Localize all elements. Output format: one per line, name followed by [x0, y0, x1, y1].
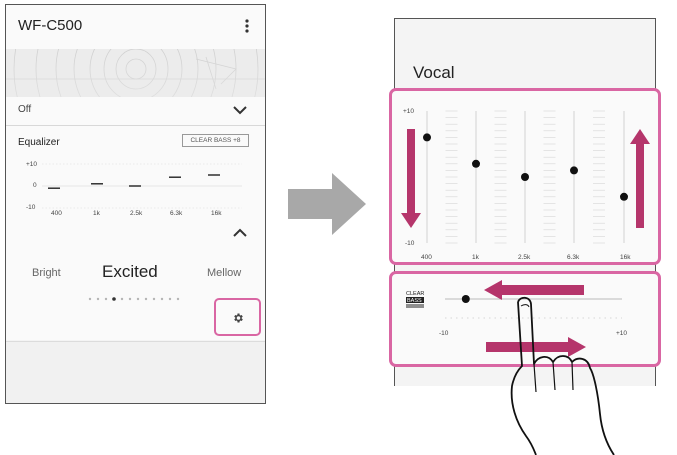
detail-eq-y-min-label: -10 [405, 240, 415, 247]
detail-equalizer-chart[interactable] [392, 91, 658, 262]
ambient-sound-value: Off [18, 104, 32, 115]
page-dot [152, 297, 156, 301]
app-header: WF-C500 [6, 5, 265, 49]
detail-eq-band-label: 400 [421, 254, 432, 261]
page-dot [168, 297, 172, 301]
eq-band-label: 2.5k [130, 210, 143, 217]
equalizer-band-knob [620, 192, 628, 201]
clear-bass-icon: CLEAR BASS [406, 291, 424, 308]
arrow-down-icon [401, 129, 421, 228]
detail-eq-band-label: 16k [620, 254, 631, 261]
arrow-up-icon [630, 129, 650, 228]
eq-y-zero-label: 0 [33, 182, 37, 189]
page-dot-active [112, 297, 116, 301]
ambient-sound-row[interactable]: Off [6, 97, 265, 126]
wave-illustration-icon [6, 49, 265, 97]
chevron-down-icon[interactable] [233, 106, 247, 115]
equalizer-band-bars [48, 174, 220, 189]
equalizer-band-knobs[interactable] [423, 133, 628, 201]
page-dot [104, 297, 108, 301]
clear-bass-slider-thumb[interactable] [461, 295, 470, 303]
eq-band-label: 16k [211, 210, 222, 217]
app-footer [6, 341, 265, 403]
detail-preset-title: Vocal [413, 63, 455, 82]
eq-band-label: 6.3k [170, 210, 183, 217]
clear-bass-badge: CLEAR BASS +8 [182, 134, 249, 147]
app-title: WF-C500 [18, 17, 83, 34]
page-dot [136, 297, 140, 301]
arrow-right-icon [486, 337, 586, 357]
hand-pointer-icon [510, 296, 615, 455]
gear-icon[interactable] [232, 312, 244, 324]
page-dot [128, 297, 132, 301]
clear-bass-min-label: -10 [439, 330, 449, 337]
clear-bass-icon-text: BASS [407, 298, 422, 304]
equalizer-bands-frame: +10 -10 400 1k 2.5k 6.3k 16k [389, 88, 661, 265]
settings-highlight-frame [214, 298, 261, 336]
arrow-left-icon [484, 280, 584, 300]
equalizer-band-knob [423, 133, 431, 142]
page-dot [96, 297, 100, 301]
ambient-illustration [6, 49, 265, 97]
clear-bass-icon-text: CLEAR [406, 291, 424, 297]
eq-band-label: 400 [51, 210, 62, 217]
detail-eq-band-label: 6.3k [567, 254, 580, 261]
detail-eq-band-label: 2.5k [518, 254, 531, 261]
page-dot [120, 297, 124, 301]
clear-bass-max-label: +10 [616, 330, 628, 337]
preset-option-bright[interactable]: Bright [32, 267, 61, 279]
eq-y-max-label: +10 [26, 161, 38, 168]
clear-bass-slider[interactable] [392, 274, 658, 364]
eq-band-label: 1k [93, 210, 100, 217]
equalizer-section: Equalizer CLEAR BASS +8 +10 0 -10 400 1k… [6, 126, 265, 340]
phone-screen: WF-C500 Off Equalizer CLEAR BASS +8 +10 [5, 4, 266, 404]
page-dot [160, 297, 164, 301]
preset-page-indicator [88, 297, 180, 301]
equalizer-mini-chart[interactable] [42, 160, 242, 212]
more-vert-icon[interactable] [244, 17, 250, 35]
eq-y-min-label: -10 [26, 204, 36, 211]
equalizer-band-knob [570, 166, 578, 175]
page-dot [176, 297, 180, 301]
equalizer-band-knob [521, 173, 529, 181]
clear-bass-frame: CLEAR BASS -10 +10 [389, 271, 661, 367]
preset-option-mellow[interactable]: Mellow [207, 267, 242, 279]
page-dot [144, 297, 148, 301]
equalizer-band-knob [472, 159, 480, 168]
detail-eq-y-max-label: +10 [403, 108, 415, 115]
page-dot [88, 297, 92, 301]
detail-eq-band-label: 1k [472, 254, 479, 261]
transition-arrow-icon [288, 173, 366, 235]
chevron-up-icon[interactable] [233, 228, 247, 237]
equalizer-title: Equalizer [18, 137, 60, 148]
preset-current[interactable]: Excited [102, 262, 158, 281]
